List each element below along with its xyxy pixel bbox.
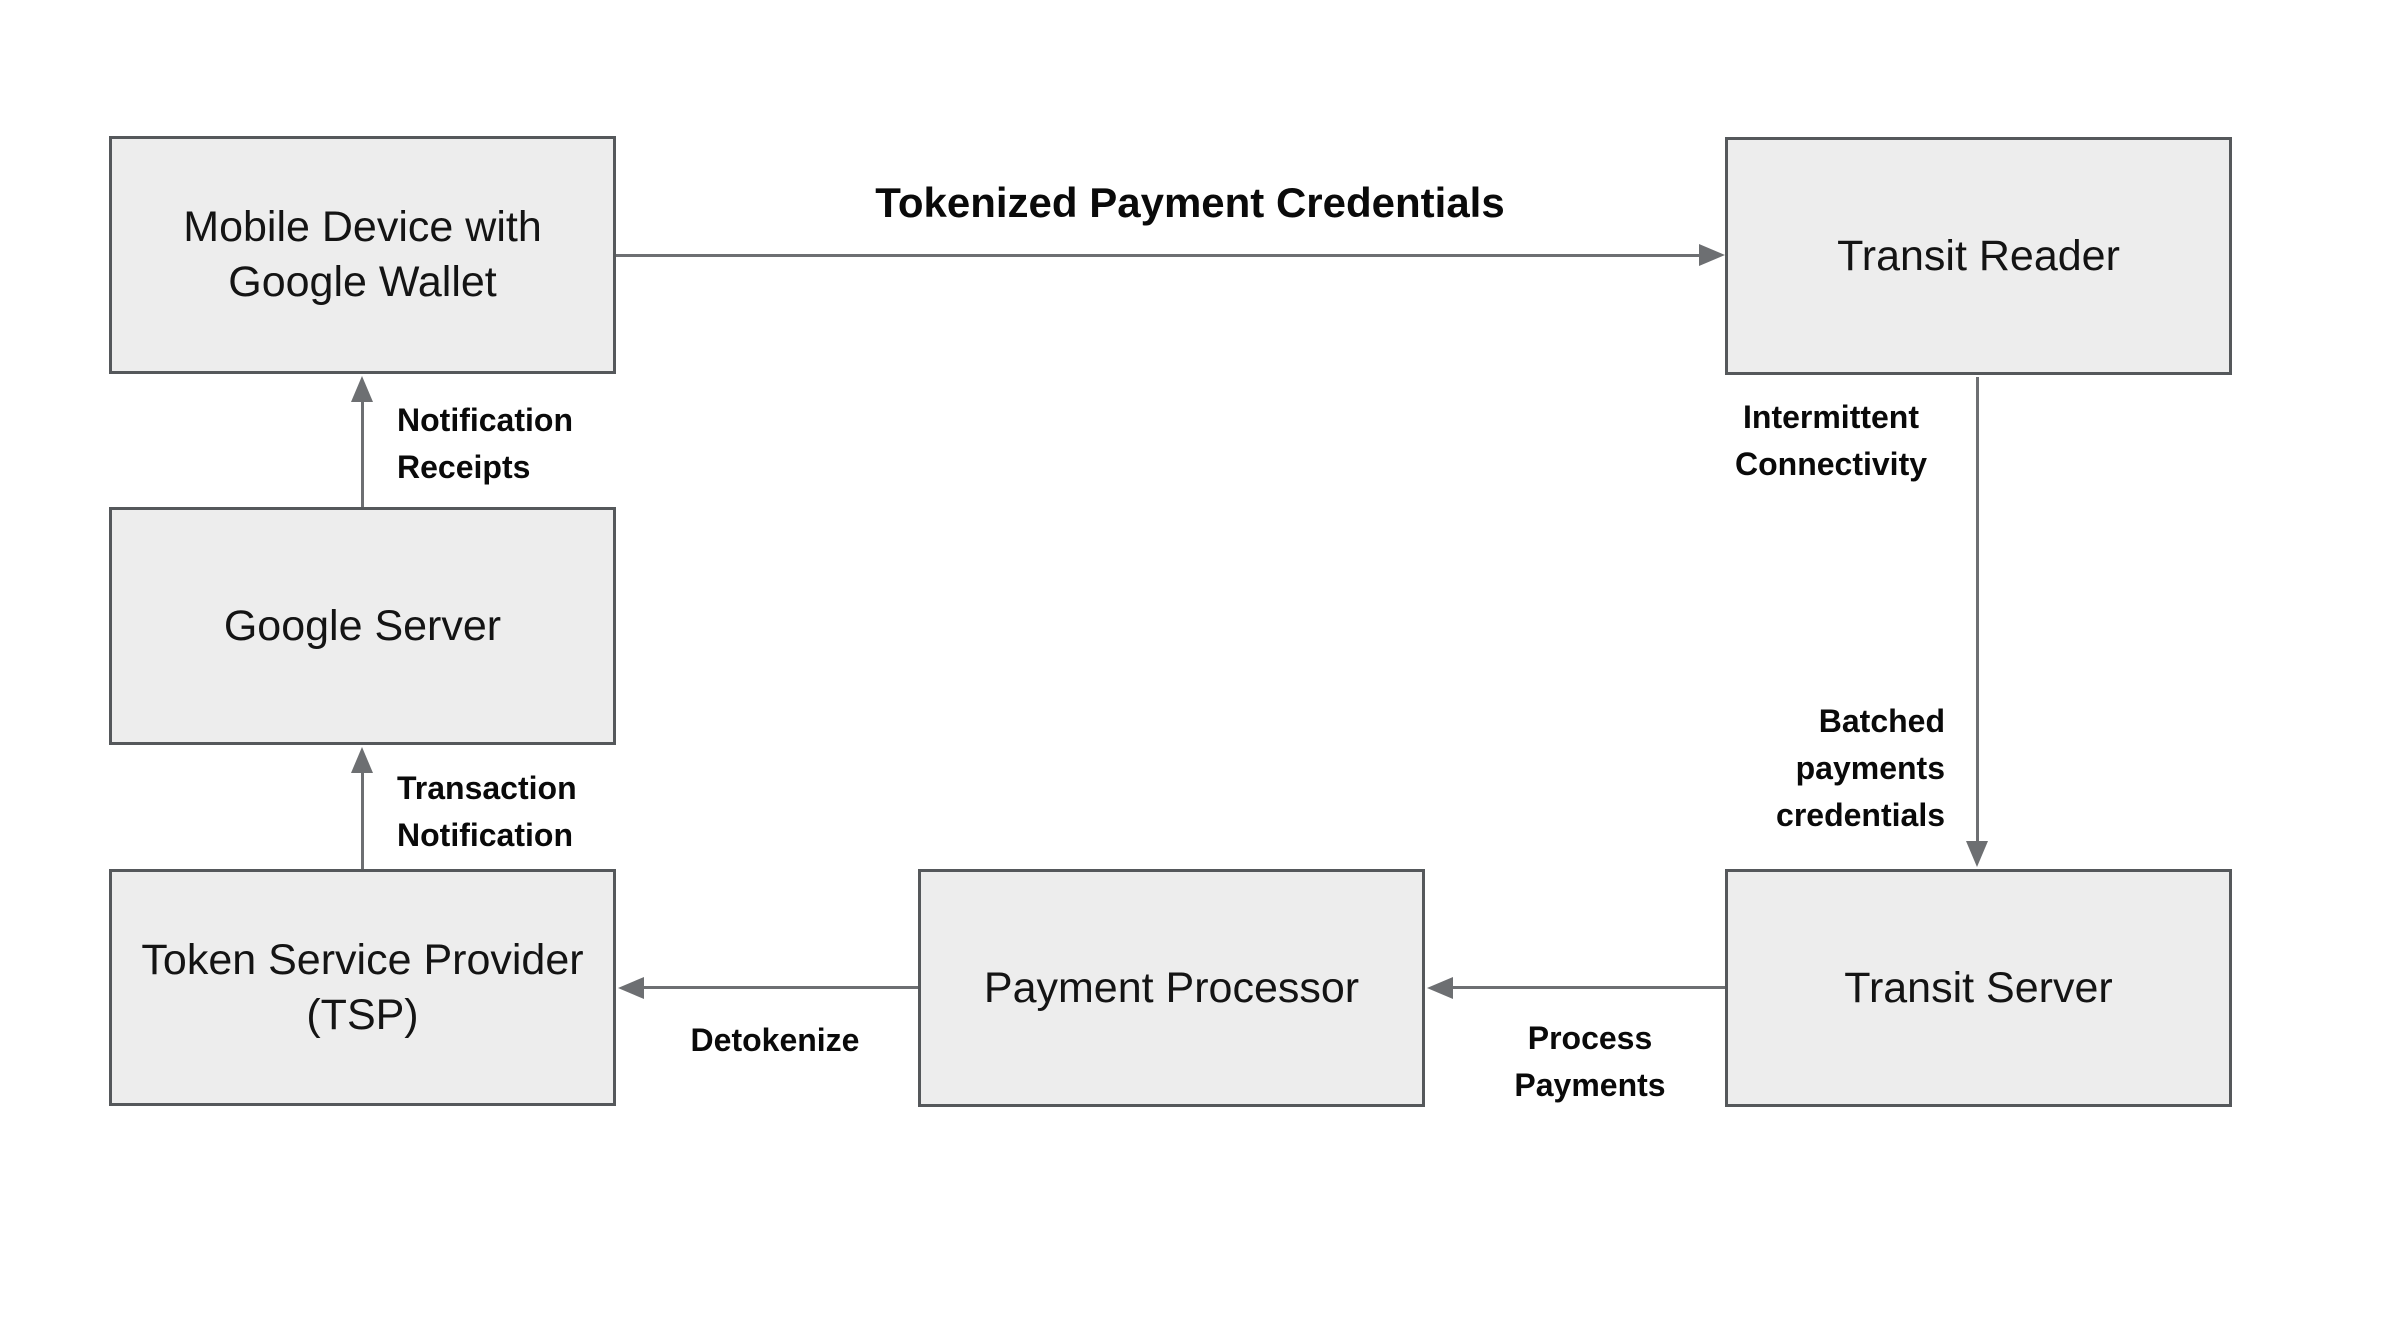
edge-batched-credentials-arrowhead-icon (1966, 841, 1988, 867)
edge-tokenized-credentials-line (616, 254, 1704, 257)
node-label-transit-server: Transit Server (1844, 963, 2113, 1012)
edge-label-process-payments: Process Payments (1514, 1020, 1666, 1103)
edge-process-payments-line (1448, 986, 1725, 989)
node-token-service-provider: Token Service Provider (TSP) (109, 869, 616, 1106)
edge-label-notification-receipts: Notification Receipts (397, 402, 573, 485)
edge-process-payments-arrowhead-icon (1427, 977, 1453, 999)
node-label-payment-processor: Payment Processor (983, 963, 1360, 1012)
edge-notification-receipts-arrowhead-icon (351, 376, 373, 402)
node-label-google-server: Google Server (223, 601, 502, 650)
edge-transaction-notification-line (361, 768, 364, 869)
edge-label-intermittent-connectivity: Intermittent Connectivity (1734, 399, 1928, 482)
node-label-mobile-device-google-wallet: Mobile Device with Google Wallet (183, 203, 542, 306)
edge-detokenize-arrowhead-icon (618, 977, 644, 999)
edge-label-transaction-notification: Transaction Notification (397, 770, 577, 853)
edge-label-detokenize: Detokenize (690, 1022, 860, 1058)
node-mobile-device-google-wallet: Mobile Device with Google Wallet (109, 136, 616, 374)
node-label-transit-reader: Transit Reader (1837, 231, 2120, 280)
node-payment-processor: Payment Processor (918, 869, 1425, 1107)
edge-label-batched-payments-credentials: Batched payments credentials (1776, 703, 1945, 833)
node-google-server: Google Server (109, 507, 616, 745)
edge-batched-credentials-line (1976, 377, 1979, 845)
node-transit-server: Transit Server (1725, 869, 2232, 1107)
node-transit-reader: Transit Reader (1725, 137, 2232, 375)
edge-detokenize-line (639, 986, 918, 989)
edge-transaction-notification-arrowhead-icon (351, 747, 373, 773)
node-label-token-service-provider: Token Service Provider (TSP) (141, 935, 584, 1039)
edge-notification-receipts-line (361, 397, 364, 507)
edge-tokenized-credentials-arrowhead-icon (1699, 244, 1725, 266)
edge-label-tokenized-payment-credentials: Tokenized Payment Credentials (875, 179, 1505, 226)
